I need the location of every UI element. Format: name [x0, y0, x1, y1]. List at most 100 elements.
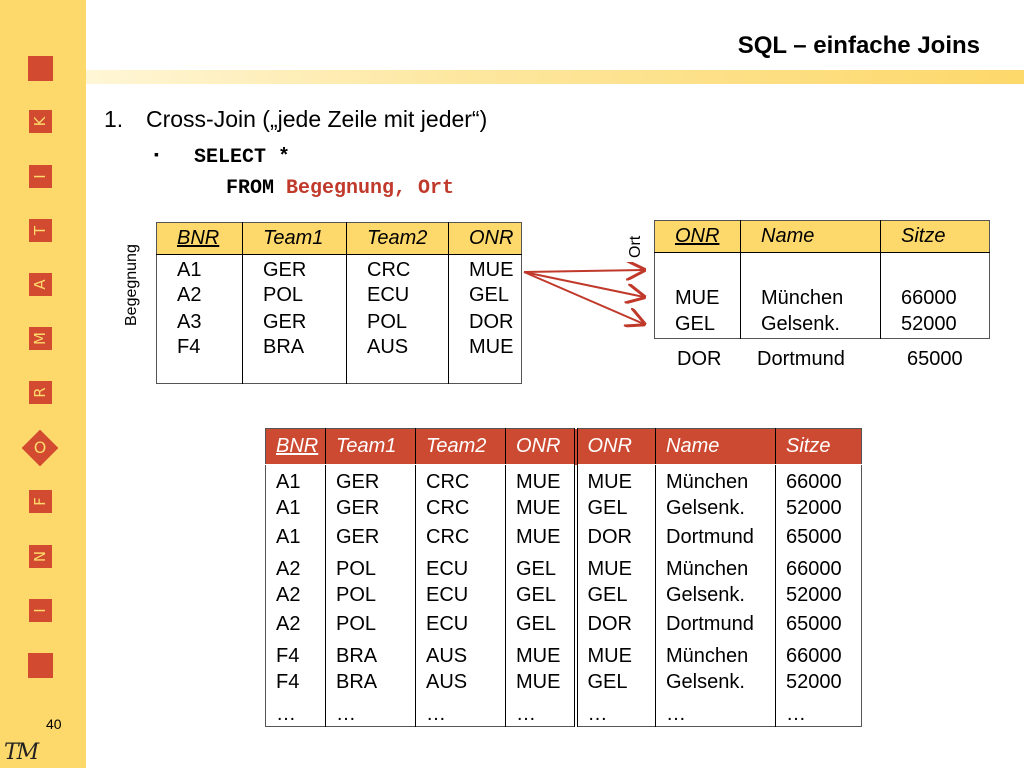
table-row: ………………… — [266, 697, 862, 727]
cell: POL — [346, 309, 449, 336]
sidebar: K I T A M R O F N I 40 TM — [0, 0, 86, 768]
cell: MUE — [505, 639, 576, 668]
arrow-to-mue — [523, 270, 644, 272]
header-team2: Team2 — [346, 222, 449, 255]
cell: GEL — [505, 610, 576, 639]
begegnung-table: BNR Team1 Team2 ONR A1 GER CRC MUE A2 PO… — [156, 222, 522, 384]
bullet-icon: ▪ — [154, 146, 159, 162]
table-header-row: BNR Team1 Team2 ONR ONR Name Sitze — [265, 428, 862, 465]
cell: CRC — [415, 523, 506, 552]
cell: DOR — [573, 523, 656, 552]
sidebar-letter-r: R — [29, 381, 52, 404]
cell: CRC — [415, 494, 506, 523]
header-bnr: BNR — [156, 222, 243, 255]
cell: GEL — [573, 494, 656, 523]
cell: 52000 — [880, 311, 990, 339]
table-header-row: BNR Team1 Team2 ONR — [156, 222, 522, 255]
cell: 66000 — [775, 464, 862, 494]
cell: Gelsenk. — [740, 311, 881, 339]
cell: 66000 — [775, 639, 862, 668]
cell: POL — [325, 610, 416, 639]
cell: GEL — [505, 581, 576, 610]
code-from-tables: Begegnung, Ort — [286, 177, 455, 200]
cell: A3 — [177, 311, 202, 333]
sidebar-letter-t: T — [29, 219, 52, 242]
header-onr: ONR — [654, 220, 741, 253]
cell: 66000 — [880, 284, 990, 312]
cell: GER — [242, 309, 347, 336]
header-team1: Team1 — [242, 222, 347, 255]
logo: TM — [4, 740, 39, 765]
cell — [740, 252, 881, 285]
cell: MUE — [573, 464, 656, 494]
cell: A2 — [276, 584, 301, 606]
cell: A2 — [177, 284, 202, 306]
cell: Dortmund — [655, 523, 776, 552]
cell: GEL — [675, 313, 716, 336]
header-sitze: Sitze — [775, 428, 862, 465]
header-onr: ONR — [448, 222, 522, 255]
header-name: Name — [740, 220, 881, 253]
sidebar-letter-f: F — [29, 490, 52, 513]
header-team2: Team2 — [415, 428, 506, 465]
cell: München — [740, 284, 881, 312]
table-spacer-row — [655, 252, 990, 285]
sidebar-letter-i: I — [29, 165, 52, 188]
cell: … — [325, 697, 416, 727]
cell: GER — [325, 523, 416, 552]
cell: AUS — [346, 336, 449, 384]
cell: 52000 — [775, 668, 862, 697]
cell: A2 — [276, 558, 301, 580]
cell: F4 — [276, 645, 300, 667]
cell: … — [415, 697, 506, 727]
header-sitze: Sitze — [880, 220, 990, 253]
list-number: 1. — [104, 106, 124, 132]
cell: CRC — [415, 464, 506, 494]
cell: ECU — [346, 282, 449, 309]
cell: GEL — [448, 282, 522, 309]
ort-label: Ort — [627, 235, 644, 258]
table-row: MUE München 66000 — [655, 284, 990, 312]
cell: 65000 — [775, 610, 862, 639]
cell: Gelsenk. — [655, 668, 776, 697]
cell: MUE — [448, 254, 522, 282]
cell: MUE — [505, 523, 576, 552]
sidebar-square-top — [28, 56, 53, 81]
cell: MUE — [505, 464, 576, 494]
cell: … — [775, 697, 862, 727]
cell: … — [505, 697, 576, 727]
slide-title: SQL – einfache Joins — [737, 32, 980, 59]
cell: 66000 — [775, 552, 862, 581]
header-bar — [86, 70, 1024, 84]
cell: 52000 — [775, 581, 862, 610]
table-row: A2 POL ECU GEL — [157, 282, 522, 309]
cell: GER — [242, 254, 347, 282]
arrow-to-dor — [523, 271, 644, 324]
code-from-keyword: FROM — [226, 177, 275, 200]
cell: Gelsenk. — [655, 581, 776, 610]
cell: Gelsenk. — [655, 494, 776, 523]
cell: DOR — [573, 610, 656, 639]
cell: CRC — [346, 254, 449, 282]
cell: … — [573, 697, 656, 727]
sidebar-diamond-o: O — [21, 429, 59, 467]
cell: A1 — [276, 471, 301, 493]
sidebar-letter-a: A — [29, 273, 52, 296]
cell: POL — [325, 581, 416, 610]
sidebar-letter-m: M — [29, 327, 52, 350]
header-onr-1: ONR — [505, 428, 576, 465]
ort-row-dor-name: Dortmund — [757, 348, 845, 370]
cell: A2 — [276, 613, 301, 635]
cell: F4 — [177, 336, 201, 358]
cell: A1 — [276, 526, 301, 548]
header-onr-2: ONR — [573, 428, 656, 465]
ort-table: ONR Name Sitze MUE München 66000 GEL Gel… — [654, 220, 990, 339]
